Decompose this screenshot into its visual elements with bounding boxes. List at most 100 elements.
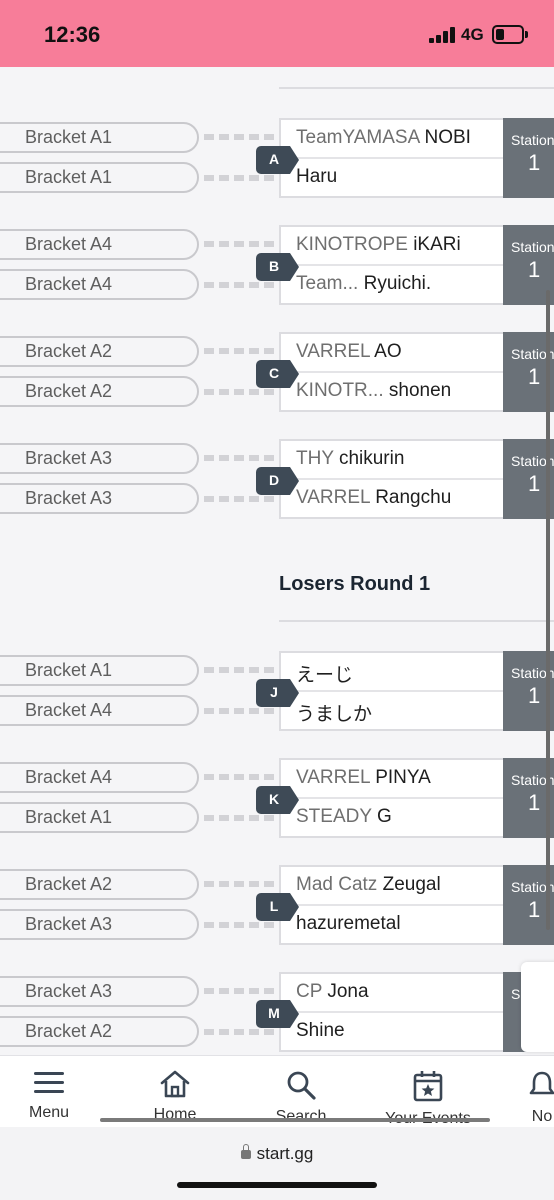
connector-line bbox=[204, 881, 278, 887]
player-2: STEADY G bbox=[296, 806, 392, 828]
player-1: Mad Catz Zeugal bbox=[296, 874, 441, 896]
connector-line bbox=[204, 175, 278, 181]
team-tag: CP bbox=[296, 981, 323, 1002]
match-card[interactable]: KINOTROPE iKARi Team... Ryuichi. bbox=[279, 225, 505, 305]
connector-line bbox=[204, 348, 278, 354]
connector-line bbox=[204, 241, 278, 247]
floating-panel-edge bbox=[521, 962, 554, 1052]
nav-menu[interactable]: Menu bbox=[0, 1070, 104, 1122]
match-k[interactable]: Bracket A4 Bracket A1 VARREL PINYA STEAD… bbox=[0, 758, 554, 844]
bottom-nav: Menu Home Search Your Events No bbox=[0, 1055, 554, 1127]
source-pill[interactable]: Bracket A3 bbox=[0, 976, 199, 1007]
round-title: Losers Round 1 bbox=[279, 573, 431, 595]
match-card[interactable]: CP Jona Shine bbox=[279, 972, 505, 1052]
player-name: AO bbox=[374, 341, 402, 362]
match-identifier: M bbox=[256, 1000, 299, 1028]
source-pill[interactable]: Bracket A1 bbox=[0, 122, 199, 153]
status-bar: 12:36 4G bbox=[0, 0, 554, 67]
source-pill[interactable]: Bracket A2 bbox=[0, 376, 199, 407]
source-pill[interactable]: Bracket A2 bbox=[0, 336, 199, 367]
team-tag: TeamYAMASA bbox=[296, 127, 420, 148]
source-pill[interactable]: Bracket A2 bbox=[0, 869, 199, 900]
signal-icon bbox=[429, 27, 455, 43]
match-card[interactable]: THY chikurin VARREL Rangchu bbox=[279, 439, 505, 519]
source-pill[interactable]: Bracket A3 bbox=[0, 443, 199, 474]
match-card[interactable]: Mad Catz Zeugal hazuremetal bbox=[279, 865, 505, 945]
connector-line bbox=[204, 988, 278, 994]
team-tag: KINOTR... bbox=[296, 380, 384, 401]
connector-line bbox=[204, 389, 278, 395]
scrollbar[interactable] bbox=[546, 290, 550, 930]
player-2: うましか bbox=[296, 699, 372, 726]
network-type: 4G bbox=[461, 25, 484, 44]
source-pill[interactable]: Bracket A1 bbox=[0, 162, 199, 193]
home-icon bbox=[160, 1070, 190, 1098]
connector-line bbox=[204, 496, 278, 502]
browser-url-bar[interactable]: start.gg bbox=[0, 1127, 554, 1200]
divider bbox=[279, 87, 554, 89]
nav-label: Menu bbox=[28, 1104, 70, 1121]
match-card[interactable]: えーじ うましか bbox=[279, 651, 505, 731]
match-b[interactable]: Bracket A4 Bracket A4 KINOTROPE iKARi Te… bbox=[0, 225, 554, 311]
match-c[interactable]: Bracket A2 Bracket A2 VARREL AO KINOTR..… bbox=[0, 332, 554, 418]
source-pill[interactable]: Bracket A1 bbox=[0, 655, 199, 686]
source-pill[interactable]: Bracket A1 bbox=[0, 802, 199, 833]
calendar-star-icon bbox=[413, 1071, 443, 1102]
player-name: NOBI bbox=[424, 127, 471, 148]
player-2: Haru bbox=[296, 166, 337, 188]
battery-icon bbox=[492, 25, 528, 44]
player-name: うましか bbox=[296, 704, 373, 725]
team-tag: VARREL bbox=[296, 767, 370, 788]
player-name: chikurin bbox=[338, 448, 405, 469]
connector-line bbox=[204, 922, 278, 928]
connector-line bbox=[204, 455, 278, 461]
source-pill[interactable]: Bracket A4 bbox=[0, 695, 199, 726]
connector-line bbox=[204, 815, 278, 821]
match-identifier: A bbox=[256, 146, 299, 174]
status-time: 12:36 bbox=[44, 22, 101, 47]
source-pill[interactable]: Bracket A3 bbox=[0, 483, 199, 514]
match-card[interactable]: VARREL AO KINOTR... shonen bbox=[279, 332, 505, 412]
connector-line bbox=[204, 134, 278, 140]
search-icon bbox=[287, 1071, 316, 1100]
player-name: iKARi bbox=[413, 234, 461, 255]
divider bbox=[279, 620, 554, 622]
connector-line bbox=[204, 282, 278, 288]
player-name: G bbox=[376, 806, 392, 827]
team-tag: Mad Catz bbox=[296, 874, 378, 895]
nav-notifications[interactable]: No bbox=[487, 1070, 554, 1126]
match-card[interactable]: TeamYAMASA NOBI Haru bbox=[279, 118, 505, 198]
player-1: VARREL PINYA bbox=[296, 767, 431, 789]
match-j[interactable]: Bracket A1 Bracket A4 えーじ うましか J Station… bbox=[0, 651, 554, 737]
source-pill[interactable]: Bracket A4 bbox=[0, 269, 199, 300]
match-card[interactable]: VARREL PINYA STEADY G bbox=[279, 758, 505, 838]
connector-line bbox=[204, 667, 278, 673]
player-2: Team... Ryuichi. bbox=[296, 273, 431, 295]
player-name: shonen bbox=[388, 380, 452, 401]
match-m[interactable]: Bracket A3 Bracket A2 CP Jona Shine M S bbox=[0, 972, 554, 1055]
match-identifier: K bbox=[256, 786, 299, 814]
player-name: Haru bbox=[296, 166, 338, 187]
connector-line bbox=[204, 708, 278, 714]
player-2: hazuremetal bbox=[296, 913, 401, 935]
nav-label: Search bbox=[275, 1108, 327, 1125]
scroll-indicator bbox=[100, 1118, 490, 1122]
match-a[interactable]: Bracket A1 Bracket A1 TeamYAMASA NOBI Ha… bbox=[0, 118, 554, 204]
source-pill[interactable]: Bracket A3 bbox=[0, 909, 199, 940]
source-pill[interactable]: Bracket A2 bbox=[0, 1016, 199, 1047]
home-indicator[interactable] bbox=[177, 1182, 377, 1188]
nav-home[interactable]: Home bbox=[120, 1070, 230, 1124]
match-l[interactable]: Bracket A2 Bracket A3 Mad Catz Zeugal ha… bbox=[0, 865, 554, 951]
connector-line bbox=[204, 1029, 278, 1035]
url-display[interactable]: start.gg bbox=[0, 1144, 554, 1164]
source-pill[interactable]: Bracket A4 bbox=[0, 229, 199, 260]
player-1: THY chikurin bbox=[296, 448, 404, 470]
connector-line bbox=[204, 774, 278, 780]
source-pill[interactable]: Bracket A4 bbox=[0, 762, 199, 793]
player-name: Jona bbox=[327, 981, 369, 1002]
match-d[interactable]: Bracket A3 Bracket A3 THY chikurin VARRE… bbox=[0, 439, 554, 525]
match-identifier: J bbox=[256, 679, 299, 707]
